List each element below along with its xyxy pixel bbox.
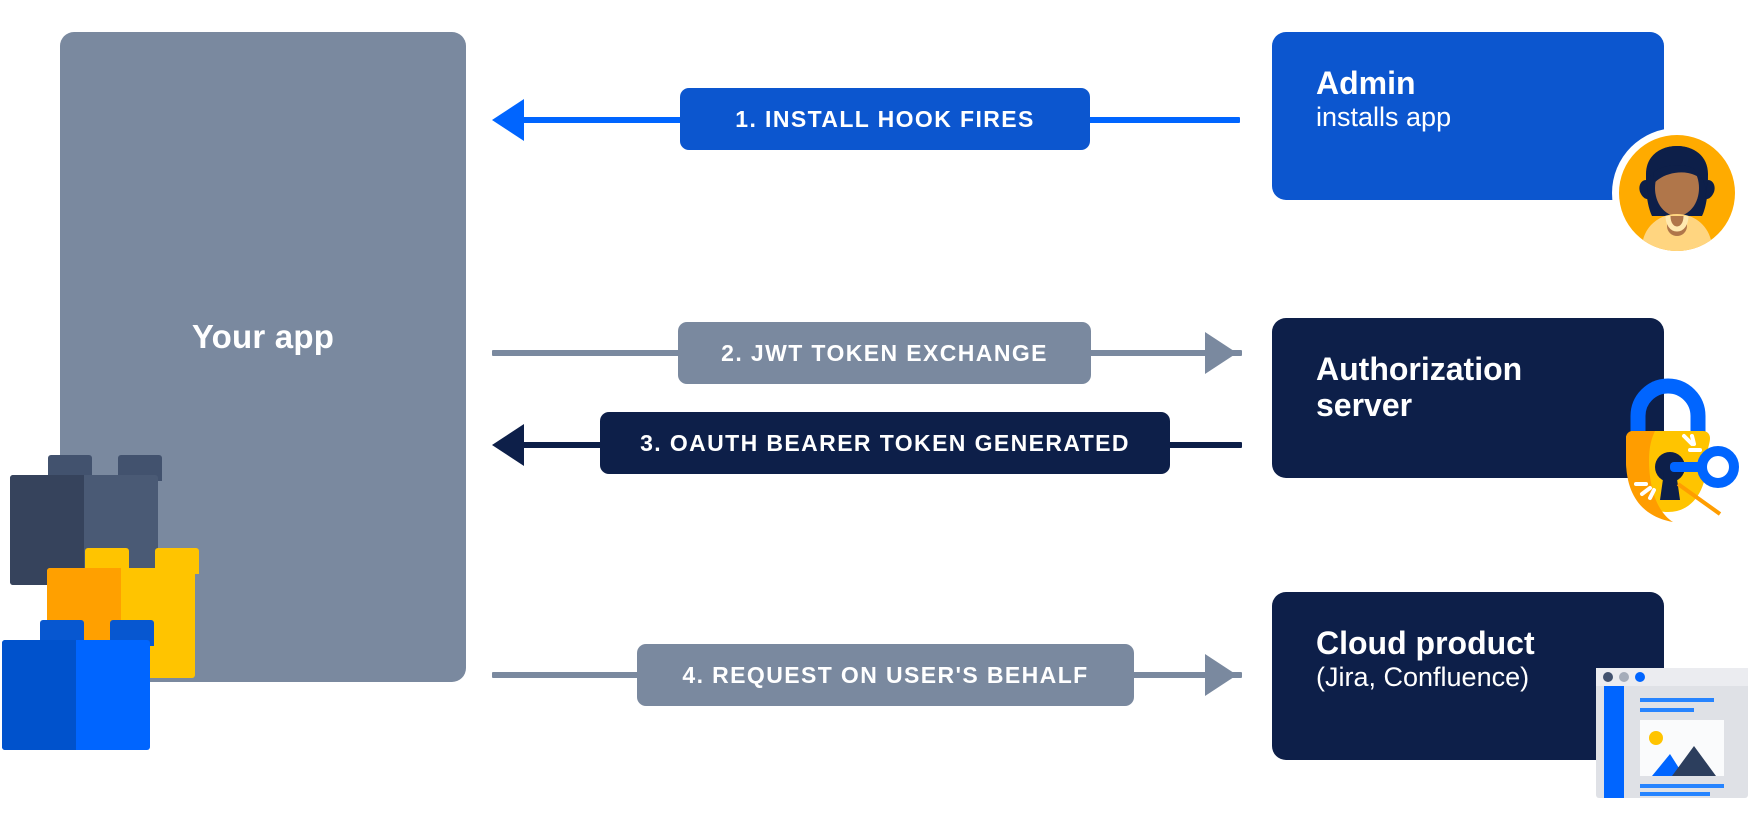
lego-bricks-icon: [0, 455, 210, 750]
cloud-product-node-title: Cloud product: [1316, 625, 1535, 661]
authorization-server-node-title-line2: server: [1316, 386, 1413, 423]
lego-brick-dark: [10, 455, 162, 585]
authorization-server-node-card[interactable]: Authorization server: [1272, 318, 1664, 478]
step-2-label-chip[interactable]: 2. JWT TOKEN EXCHANGE: [678, 322, 1091, 384]
step-4-label-chip[interactable]: 4. REQUEST ON USER'S BEHALF: [637, 644, 1134, 706]
lego-brick-body: [2, 640, 150, 750]
step-1-label-chip[interactable]: 1. INSTALL HOOK FIRES: [680, 88, 1090, 150]
cloud-product-node-subtitle: (Jira, Confluence): [1316, 661, 1530, 692]
step-3-label-chip[interactable]: 3. OAUTH BEARER TOKEN GENERATED: [600, 412, 1170, 474]
your-app-label: Your app: [191, 318, 335, 355]
admin-node-card[interactable]: Admin installs app: [1272, 32, 1664, 200]
browser-window-icon: [1596, 668, 1748, 798]
padlock-key-icon: [1598, 372, 1748, 522]
step-4-arrowhead: [1205, 654, 1237, 696]
lego-brick-shade: [10, 475, 84, 585]
lego-brick-blue: [2, 620, 154, 750]
admin-node-subtitle: installs app: [1316, 101, 1452, 132]
step-3-arrowhead: [492, 424, 524, 466]
admin-node-title: Admin: [1316, 65, 1416, 101]
step-1-arrowhead: [492, 99, 524, 141]
lego-brick-body: [10, 475, 158, 585]
step-2-arrowhead: [1205, 332, 1237, 374]
lego-brick-shade: [2, 640, 76, 750]
authorization-server-node-title-line1: Authorization: [1316, 351, 1523, 387]
avatar-woman-icon: [1612, 128, 1742, 258]
